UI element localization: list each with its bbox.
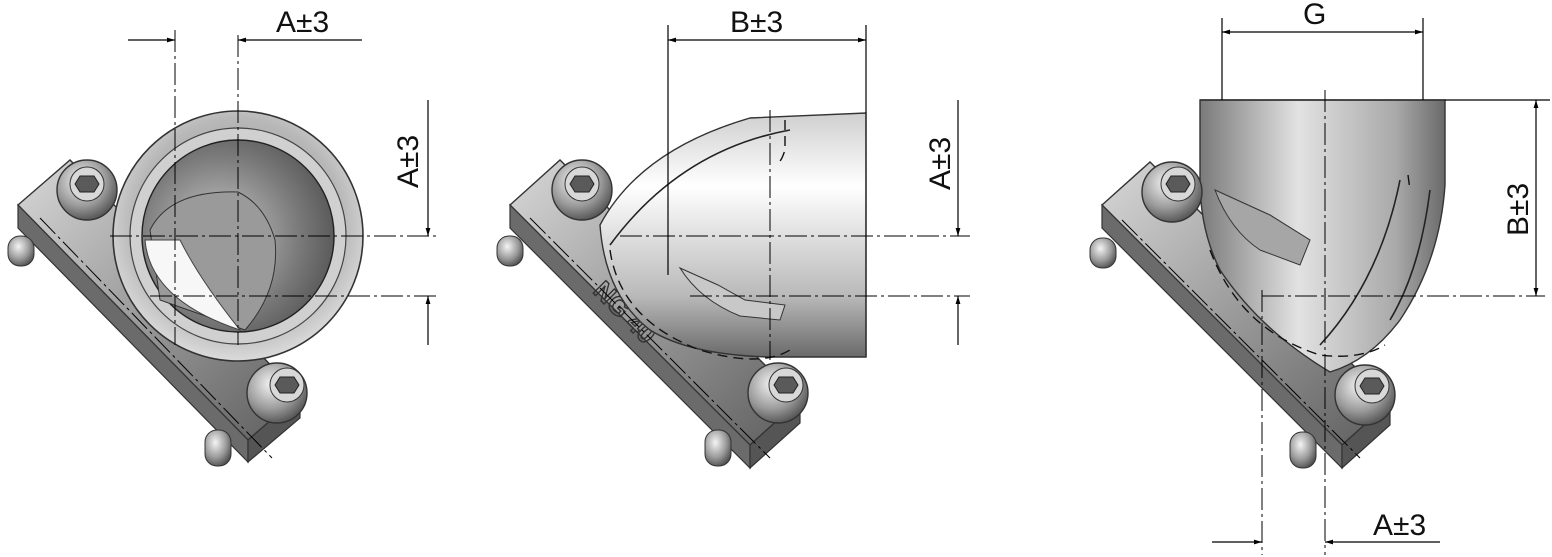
rear-dimension-bottom: A±3 <box>1212 509 1440 545</box>
front-view: A±3 A±3 <box>7 6 440 467</box>
front-dim-side-label: A±3 <box>392 135 425 188</box>
rear-dimension-side: B±3 <box>1445 99 1550 296</box>
front-centerlines <box>39 30 440 459</box>
rear-view: G B±3 A±3 <box>1089 0 1550 555</box>
side-dim-top-label: B±3 <box>730 6 783 39</box>
front-dim-top-label: A±3 <box>276 6 329 39</box>
front-dimension-top: A±3 <box>128 6 362 43</box>
front-bolt-head <box>56 159 308 424</box>
side-centerlines <box>529 110 970 459</box>
side-bolt-head <box>551 159 809 424</box>
rear-dowel-pin <box>1089 237 1317 469</box>
side-view: NG 40 <box>496 6 970 470</box>
rear-dim-side-label: B±3 <box>1502 183 1535 236</box>
side-dimension-top: B±3 <box>667 6 867 275</box>
side-dim-side-label: A±3 <box>924 137 957 190</box>
side-dowel-pin <box>496 235 732 467</box>
front-dimension-side: A±3 <box>392 100 431 345</box>
side-dimension-side: A±3 <box>924 100 961 345</box>
rear-dimension-top: G <box>1221 0 1424 100</box>
rear-bolt-head <box>1141 161 1396 426</box>
rear-pipe-body <box>1199 99 1446 373</box>
rear-dim-bottom-label: A±3 <box>1373 509 1426 542</box>
rear-hidden-lines <box>1209 174 1411 357</box>
side-elbow-body <box>599 112 867 358</box>
rear-dim-top-label: G <box>1303 0 1326 31</box>
side-hidden-lines <box>609 120 791 360</box>
rear-centerlines <box>1121 90 1545 555</box>
front-dowel-pin <box>7 235 232 467</box>
